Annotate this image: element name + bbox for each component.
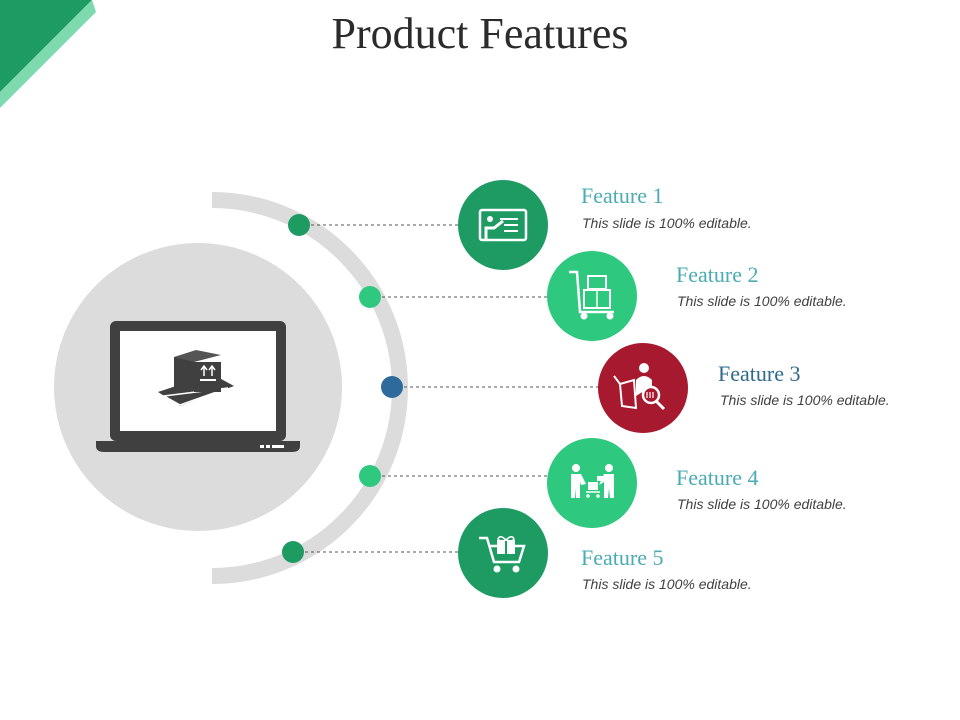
feature-3-description: This slide is 100% editable. xyxy=(720,392,890,408)
feature-3-title: Feature 3 xyxy=(718,361,801,386)
feature-5-description: This slide is 100% editable. xyxy=(582,576,752,592)
arc-dot-1 xyxy=(288,214,310,236)
feature-4-description: This slide is 100% editable. xyxy=(677,496,847,512)
presentation-board-icon xyxy=(478,208,528,242)
feature-4-title: Feature 4 xyxy=(676,465,759,490)
arc-dot-4 xyxy=(359,465,381,487)
feature-5-title: Feature 5 xyxy=(581,545,664,570)
feature-2-description: This slide is 100% editable. xyxy=(677,293,847,309)
page-title: Product Features xyxy=(331,9,629,58)
laptop-package-icon xyxy=(96,321,300,452)
feature-1-description: This slide is 100% editable. xyxy=(582,215,752,231)
package-inspection-icon xyxy=(613,363,666,411)
feature-2-circle xyxy=(547,251,637,341)
feature-1-circle xyxy=(458,180,548,270)
feature-2-title: Feature 2 xyxy=(676,262,759,287)
arc-dot-5 xyxy=(282,541,304,563)
hand-truck-boxes-icon xyxy=(569,270,614,320)
arc-dot-2 xyxy=(359,286,381,308)
corner-triangle-light xyxy=(0,0,96,108)
delivery-handover-icon xyxy=(571,464,614,498)
arc-dot-3 xyxy=(381,376,403,398)
feature-1-title: Feature 1 xyxy=(581,183,664,208)
gift-cart-icon xyxy=(479,536,526,573)
